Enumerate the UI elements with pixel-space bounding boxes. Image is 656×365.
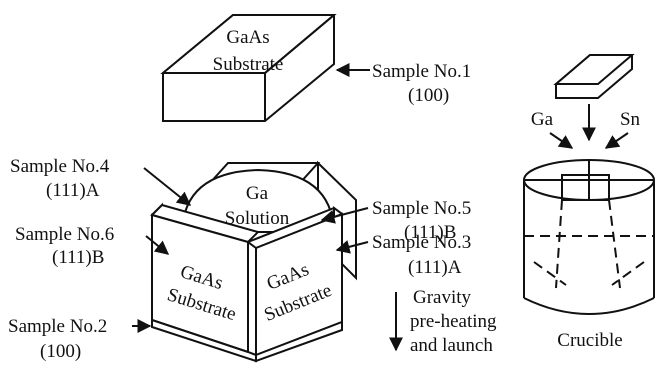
top-substrate: GaAs Substrate: [160, 14, 337, 122]
sample5-orientation: (111)B: [404, 222, 456, 243]
sample5-arrow: [320, 207, 369, 224]
substrate-box: Ga Solution GaAs Substrate GaAs Substrat…: [150, 160, 357, 363]
sample3-orientation: (111)A: [408, 257, 462, 278]
top-substrate-line1: GaAs: [226, 27, 269, 48]
crucible-sn-label: Sn: [620, 109, 641, 130]
sample4-label: Sample No.4: [10, 156, 110, 177]
sample5-label: Sample No.5: [372, 198, 471, 219]
crucible-vessel: [523, 159, 655, 315]
sample3-label: Sample No.3: [372, 232, 471, 253]
sample2-label: Sample No.2: [8, 316, 107, 337]
solution-line2: Solution: [225, 208, 290, 229]
crucible-ga-arrow: [549, 132, 574, 149]
sample4-arrow: [143, 167, 192, 206]
gravity-line2: pre-heating: [410, 311, 497, 332]
crucible-sn-arrow: [604, 132, 629, 149]
sample6-arrow: [145, 235, 170, 255]
sample6-label: Sample No.6: [15, 224, 114, 245]
top-substrate-line2: Substrate: [213, 54, 284, 75]
sample1-orientation: (100): [408, 85, 449, 106]
crucible-caption: Crucible: [557, 330, 622, 351]
gravity-line3: and launch: [410, 335, 493, 356]
solution-line1: Ga: [246, 183, 269, 204]
sample2-orientation: (100): [40, 341, 81, 362]
gravity-line1: Gravity: [413, 287, 472, 308]
crucible-seed-plate: [553, 54, 635, 99]
sample6-orientation: (111)B: [52, 247, 104, 268]
sample1-label: Sample No.1: [372, 61, 471, 82]
sample4-orientation: (111)A: [46, 180, 100, 201]
sample3-arrow: [335, 240, 369, 254]
crucible-ga-label: Ga: [531, 109, 554, 130]
